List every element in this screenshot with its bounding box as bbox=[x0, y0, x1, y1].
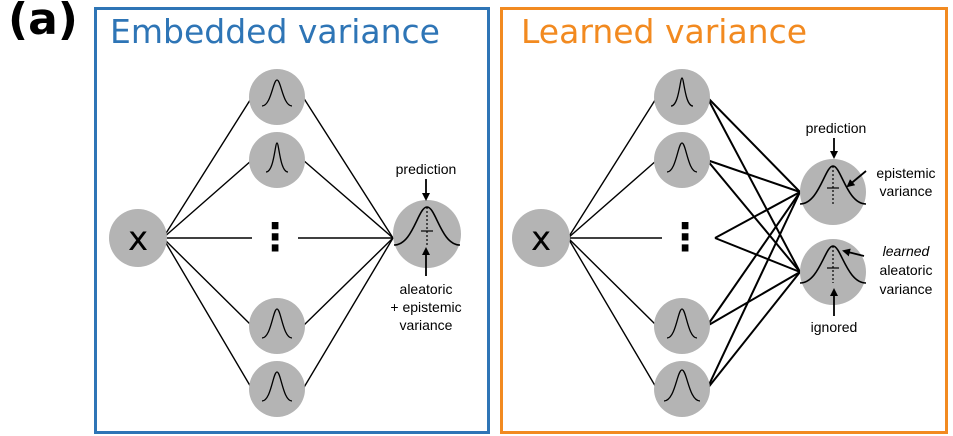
right-output-node-learned bbox=[799, 239, 867, 305]
right-annotation-ignored: ignored bbox=[811, 319, 858, 335]
right-output-edges bbox=[706, 96, 801, 390]
right-output-node-epistemic bbox=[799, 159, 867, 225]
gaussian-curve-icon bbox=[663, 369, 701, 402]
left-hidden-node-1 bbox=[249, 69, 305, 125]
right-edges bbox=[567, 96, 662, 390]
gaussian-curve-icon bbox=[261, 79, 293, 107]
left-input-node: x bbox=[109, 209, 167, 267]
right-annotation-prediction: prediction bbox=[806, 120, 867, 136]
right-annotation-aleatoric: aleatoric bbox=[880, 262, 933, 278]
left-edges bbox=[162, 96, 394, 390]
left-annotation-variance: variance bbox=[400, 317, 453, 333]
gaussian-curve-icon bbox=[265, 142, 289, 173]
gaussian-curve-icon bbox=[666, 308, 698, 339]
left-ellipsis: ⋮ bbox=[256, 215, 294, 259]
panel-label: (a) bbox=[8, 0, 78, 45]
left-annotation-aleatoric: aleatoric bbox=[400, 281, 453, 297]
gaussian-curve-icon bbox=[261, 308, 293, 339]
gaussian-curve-icon bbox=[261, 371, 293, 402]
right-annotation-learned-variance: variance bbox=[880, 281, 933, 297]
left-input-label: x bbox=[128, 219, 148, 259]
left-hidden-node-4 bbox=[249, 361, 305, 417]
arrow-icon bbox=[842, 248, 865, 257]
right-hidden-node-2 bbox=[654, 132, 710, 188]
left-hidden-node-2 bbox=[249, 132, 305, 188]
right-ellipsis: ⋮ bbox=[666, 215, 704, 259]
gaussian-curve-icon bbox=[666, 142, 698, 173]
right-hidden-node-1 bbox=[654, 69, 710, 125]
left-annotation-prediction: prediction bbox=[396, 161, 457, 177]
left-output-node bbox=[393, 200, 461, 268]
arrow-icon bbox=[846, 170, 867, 188]
right-hidden-node-3 bbox=[654, 298, 710, 354]
embedded-variance-panel: Embedded variance bbox=[94, 7, 490, 434]
learned-variance-panel: Learned variance bbox=[500, 7, 948, 434]
right-annotation-epistemic-variance: variance bbox=[880, 183, 933, 199]
right-input-node: x bbox=[512, 209, 570, 267]
learned-variance-title: Learned variance bbox=[521, 12, 808, 51]
right-annotation-epistemic: epistemic bbox=[876, 165, 935, 181]
right-annotation-learned: learned bbox=[883, 243, 931, 259]
left-hidden-node-3 bbox=[249, 298, 305, 354]
left-annotation-epistemic: + epistemic bbox=[390, 299, 461, 315]
embedded-variance-title: Embedded variance bbox=[110, 12, 440, 51]
right-hidden-node-4 bbox=[654, 361, 710, 417]
gaussian-curve-icon bbox=[670, 77, 694, 107]
right-input-label: x bbox=[531, 219, 551, 259]
